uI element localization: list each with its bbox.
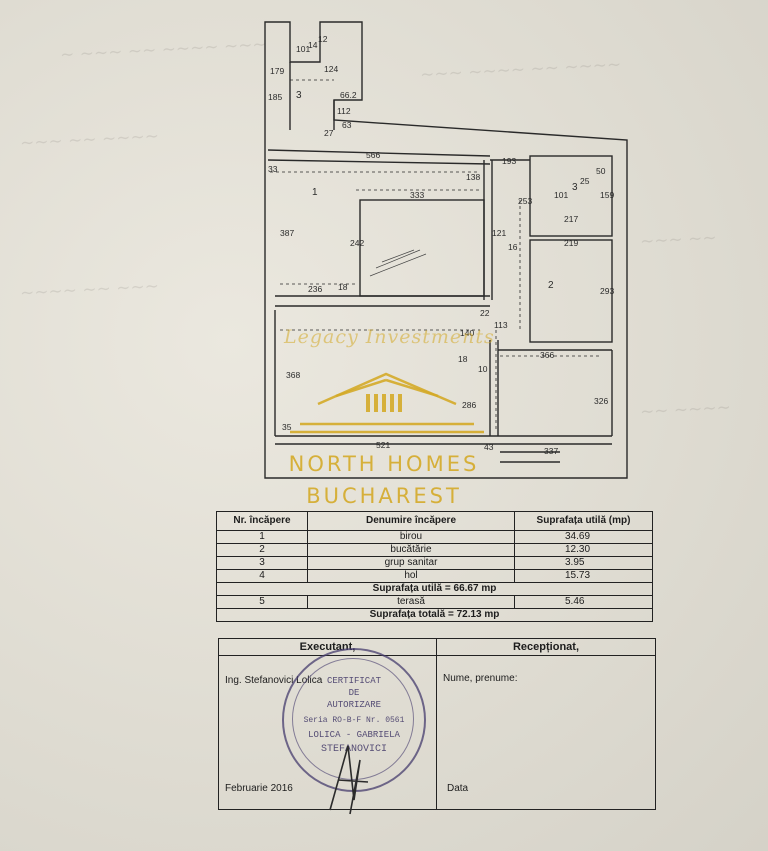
cell-nr: 5: [216, 595, 308, 609]
dimension-label: 50: [596, 166, 606, 176]
receptionat-label: Recepționat,: [512, 641, 579, 653]
dimension-label: 101: [554, 190, 568, 200]
dimension-label: 286: [462, 400, 476, 410]
stamp-text: Seria RO-B-F Nr. 0561: [303, 716, 405, 725]
dimension-label: 12: [318, 34, 328, 44]
dimension-label: 219: [564, 238, 578, 248]
dimension-label: 140: [460, 328, 474, 338]
name-label: Nume, prenume:: [443, 673, 518, 684]
room-number: 1: [312, 187, 318, 198]
cell-nr: 2: [216, 543, 308, 557]
dimension-label: 27: [324, 128, 334, 138]
stamp-text: LOLICA - GABRIELA: [308, 730, 400, 740]
dimension-label: 333: [410, 190, 424, 200]
dimension-label: 121: [492, 228, 506, 238]
grand-total: Suprafața totală = 72.13 mp: [216, 608, 653, 622]
signature-block: Executant, Recepționat, Ing. Stefanovici…: [218, 638, 656, 810]
dimension-label: 124: [324, 64, 338, 74]
dimension-label: 293: [600, 286, 614, 296]
table-row: 1 birou 34.69: [216, 530, 653, 544]
cell-name: hol: [307, 569, 515, 583]
dimension-label: 368: [286, 370, 300, 380]
dimension-label: 16: [508, 242, 518, 252]
dimension-label: 253: [518, 196, 532, 206]
watermark-brand: NORTH HOMES: [288, 452, 480, 476]
dimension-label: 185: [268, 92, 282, 102]
cell-name: grup sanitar: [307, 556, 515, 570]
dimension-label: 112: [337, 106, 351, 116]
dimension-label: 521: [376, 440, 390, 450]
header-nr: Nr. încăpere: [216, 511, 308, 531]
dimension-label: 326: [594, 396, 608, 406]
dimension-label: 22: [480, 308, 490, 318]
table-row-total: Suprafața totală = 72.13 mp: [216, 608, 653, 622]
dimension-label: 14: [308, 40, 318, 50]
stamp-text: DE: [348, 688, 360, 698]
dimension-label: 66.2: [340, 90, 357, 100]
dimension-label: 217: [564, 214, 578, 224]
table-row: 4 hol 15.73: [216, 569, 653, 583]
dimension-label: 566: [366, 150, 380, 160]
dimension-label: 18: [458, 354, 468, 364]
stamp-text: CERTIFICAT: [326, 676, 381, 686]
dimension-label: 43: [484, 442, 494, 452]
dimension-label: 18: [338, 282, 348, 292]
table-row-subtotal: Suprafața utilă = 66.67 mp: [216, 582, 653, 596]
date-label: Data: [447, 783, 469, 794]
dimension-label: 138: [466, 172, 480, 182]
cell-area: 15.73: [514, 569, 653, 583]
dimension-label: 193: [502, 156, 516, 166]
cell-name: terasă: [307, 595, 515, 609]
header-name: Denumire încăpere: [307, 511, 515, 531]
dimension-label: 159: [600, 190, 614, 200]
watermark-script: Legacy Investments: [284, 326, 495, 348]
stamp-ring: [292, 658, 414, 780]
cell-name: birou: [307, 530, 515, 544]
cell-area: 3.95: [514, 556, 653, 570]
room-number: 2: [548, 280, 554, 291]
dimension-label: 236: [308, 284, 322, 294]
cell-nr: 4: [216, 569, 308, 583]
house-logo: [290, 372, 484, 434]
dimension-label: 33: [268, 164, 278, 174]
cell-area: 34.69: [514, 530, 653, 544]
room-number: 3: [296, 90, 302, 101]
stamp-text: AUTORIZARE: [326, 700, 381, 710]
cell-nr: 3: [216, 556, 308, 570]
header-area: Suprafața utilă (mp): [514, 511, 653, 531]
dimension-label: 101: [296, 44, 310, 54]
dimension-label: 366: [540, 350, 554, 360]
stamp-text: STEFANOVICI: [320, 744, 387, 755]
house-window-icon: [366, 394, 402, 412]
cell-name: bucătărie: [307, 543, 515, 557]
divider: [219, 655, 655, 656]
dimension-label: 113: [494, 320, 508, 330]
dimension-label: 25: [580, 176, 590, 186]
table-row: 5 terasă 5.46: [216, 595, 653, 609]
signature-scribble: [329, 745, 369, 815]
dimension-label: 35: [282, 422, 292, 432]
dimension-label: 337: [544, 446, 558, 456]
useful-total: Suprafața utilă = 66.67 mp: [216, 582, 653, 596]
table-row: 3 grup sanitar 3.95: [216, 556, 653, 570]
cell-area: 12.30: [514, 543, 653, 557]
authorization-stamp: CERTIFICAT DE AUTORIZARE Seria RO-B-F Nr…: [282, 648, 426, 792]
dimension-label: 387: [280, 228, 294, 238]
engineer-name: Ing. Stefanovici Lolica: [225, 675, 323, 686]
divider: [436, 639, 437, 809]
room-number: 3: [572, 182, 578, 193]
date-value: Februarie 2016: [225, 783, 293, 794]
rooms-table: Nr. încăpere Denumire încăpere Suprafața…: [216, 511, 653, 622]
table-row: 2 bucătărie 12.30: [216, 543, 653, 557]
dimension-label: 242: [350, 238, 364, 248]
dimension-label: 63: [342, 120, 352, 130]
watermark-city: BUCHAREST: [306, 484, 462, 508]
dimension-label: 179: [270, 66, 284, 76]
cell-area: 5.46: [514, 595, 653, 609]
dimension-label: 10: [478, 364, 488, 374]
cell-nr: 1: [216, 530, 308, 544]
